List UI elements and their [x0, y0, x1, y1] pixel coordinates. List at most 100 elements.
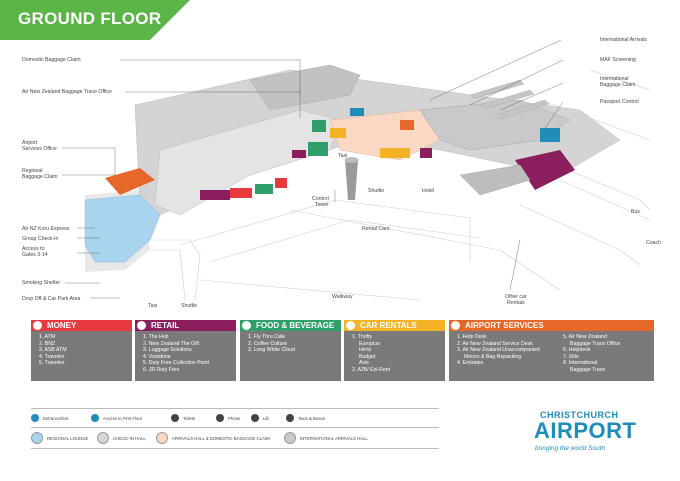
- car-rental-item: 1. Thrifty: [352, 334, 373, 340]
- label-taxi-center: Taxi: [338, 153, 348, 159]
- stairs-icon: [91, 414, 99, 422]
- shopping-bag-icon: [137, 321, 146, 330]
- entrance-icon: [31, 414, 39, 422]
- label-maf-screening: MAF Screening: [600, 57, 636, 63]
- label-coach: Coach: [646, 240, 661, 246]
- label-smoking-shelter: Smoking Shelter: [22, 280, 61, 286]
- airport-services-title: AIRPORT SERVICES: [465, 321, 544, 330]
- retail-item: 5. Duty Free Collection Point: [143, 360, 210, 367]
- money-item: 3. ASB ATM: [39, 347, 67, 354]
- control-tower: [345, 160, 358, 200]
- airport-service-item: 8. International: [563, 360, 598, 367]
- food-item: 3. Long White Cloud: [248, 347, 296, 354]
- label-air-nz-baggage-trace: Air New Zealand Baggage Trace Office: [22, 89, 112, 95]
- food-item: 1. Fly Thru Cafe: [248, 334, 286, 340]
- key-taxis-buses: Taxis & Buses: [286, 414, 325, 422]
- shop-blocks: [200, 108, 560, 200]
- money-title: MONEY: [47, 321, 77, 330]
- key-entrance: Entrance/Exit: [31, 414, 69, 422]
- retail-heading: RETAIL: [135, 320, 236, 331]
- label-bus: Bus: [631, 209, 640, 215]
- phone-icon: [216, 414, 224, 422]
- retail-title: RETAIL: [151, 321, 180, 330]
- car-rental-item: 2. A2B/ Ezi-Rent: [352, 366, 391, 373]
- key-lift: Lift: [251, 414, 269, 422]
- label-control-tower: Control Tower: [312, 196, 329, 208]
- label-other-car-rentals: Other car Rentals: [505, 294, 527, 306]
- key-toilets: Toilets: [171, 414, 195, 422]
- car-icon: [346, 321, 355, 330]
- airport-service-item: 1. Help Desk: [457, 334, 487, 340]
- label-shuttle-center: Shuttle: [368, 188, 385, 194]
- label-domestic-baggage-claim: Domestic Baggage Claim: [22, 57, 81, 63]
- car-rentals-heading: CAR RENTALS: [344, 320, 445, 331]
- car-rental-item: Avis: [359, 360, 369, 367]
- airport-service-item: 6. Helpdesk: [563, 347, 591, 354]
- car-rentals-title: CAR RENTALS: [360, 321, 417, 330]
- key-arrivals-hall: ARRIVALS HALL & DOMESTIC BAGGAGE CLAIM: [156, 432, 270, 444]
- money-item: 5. Travelex: [39, 360, 65, 367]
- retail-item: 3. Luggage Solutions: [143, 347, 192, 354]
- airport-services-heading: AIRPORT SERVICES: [449, 320, 654, 331]
- label-walkway: Walkway: [332, 294, 353, 300]
- retail-item: 2. New Zealand The Gift: [143, 340, 200, 347]
- label-drop-off: Drop Off & Car Park Area: [22, 296, 81, 302]
- road-lines: [140, 69, 651, 301]
- airport-service-item: 5. Air New Zealand: [563, 334, 607, 340]
- money-item: 2. BNZ: [39, 340, 56, 347]
- airport-service-item: Baggage Trace: [570, 366, 606, 373]
- airport-service-item: 4. Emirates: [457, 360, 484, 367]
- label-regional-baggage-claim: Regional Baggage Claim: [22, 168, 58, 180]
- regional-lounge: [84, 194, 161, 263]
- airport-service-item: Minors & Bag Repacking: [464, 353, 522, 360]
- money-item: 1. ATM: [39, 334, 56, 340]
- label-taxi-left: Taxi: [148, 303, 158, 309]
- cutlery-icon: [242, 321, 251, 330]
- key-phone: Phone: [216, 414, 240, 422]
- label-shuttle-left: Shuttle: [181, 303, 198, 309]
- airport-service-item: Baggage Trace Office: [570, 340, 621, 347]
- terminal-map: [62, 39, 651, 301]
- airport-services-office: [105, 168, 155, 195]
- title-banner: [0, 0, 190, 40]
- airport-service-item: 7. iSite: [563, 353, 579, 360]
- label-hotel: Hotel: [422, 188, 435, 194]
- lift-icon: [251, 414, 259, 422]
- check-in-hall: [154, 109, 341, 216]
- label-air-nz-koru: Air NZ Koru Express: [22, 226, 70, 232]
- label-group-check-in: Group Check-in: [22, 236, 59, 242]
- label-international-arrivals: International Arrivals: [600, 37, 647, 43]
- label-intl-baggage-claim: International Baggage Claim: [600, 76, 636, 88]
- key-international-arrivals-hall: INTERNATIONAL ARRIVALS HALL: [284, 432, 368, 444]
- car-rental-item: Budget: [359, 353, 376, 360]
- key-access-first-floor: Access to First Floor: [91, 414, 142, 422]
- retail-item: 1. The Hub: [143, 334, 169, 340]
- key-regional-lounge: REGIONAL LOUNGE: [31, 432, 88, 444]
- airport-service-item: 3. Air New Zealand Unaccompanied: [457, 347, 540, 354]
- taxi-bus-icon: [286, 414, 294, 422]
- airport-service-item: 2. Air New Zealand Service Desk: [457, 340, 533, 347]
- map-key: Entrance/Exit Access to First Floor Toil…: [31, 408, 439, 452]
- food-item: 2. Coffee Culture: [248, 340, 288, 347]
- key-check-in-hall: CHECK-IN HALL: [97, 432, 146, 444]
- retail-item: 4. Vodafone: [143, 353, 171, 360]
- retail-item: 6. JR Duty Free: [143, 366, 180, 373]
- label-access-to-gates: Access to Gates 3-14: [22, 246, 48, 258]
- label-rental-cars: Rental Cars: [362, 226, 390, 232]
- dollar-icon: [33, 321, 42, 330]
- food-heading: FOOD & BEVERAGE: [240, 320, 341, 331]
- money-heading: MONEY: [31, 320, 132, 331]
